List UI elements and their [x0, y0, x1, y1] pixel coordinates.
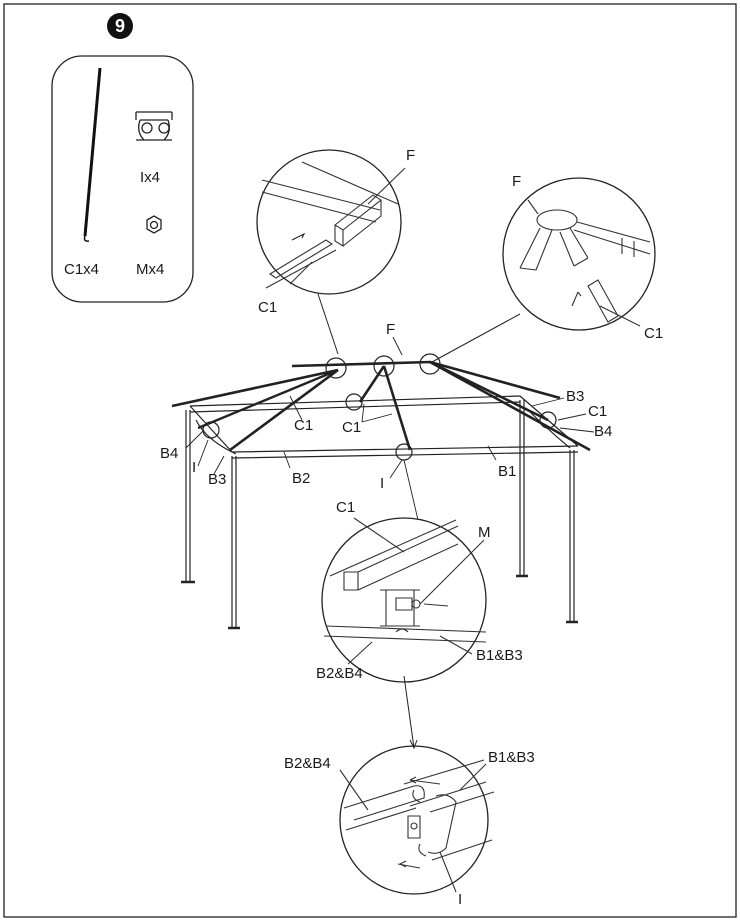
label-c1-topleft: C1 — [258, 299, 278, 316]
detail-circle-bottom — [339, 745, 489, 895]
label-b1b3-middle: B1&B3 — [476, 647, 523, 664]
label-b1b3-bottom: B1&B3 — [488, 749, 535, 766]
label-i-main: I — [380, 475, 385, 492]
label-b2b4-bottom: B2&B4 — [284, 755, 331, 772]
part-label-i: Ix4 — [140, 169, 161, 186]
detail-circle-top-right — [502, 177, 656, 331]
gazebo-frame — [171, 353, 591, 630]
label-b4-left: B4 — [160, 445, 179, 462]
label-b3-right: B3 — [566, 388, 585, 405]
label-i-bottom: I — [458, 891, 463, 908]
label-c1-main-left: C1 — [294, 417, 314, 434]
label-f-topleft: F — [406, 147, 416, 164]
detail-circle-middle — [321, 517, 487, 683]
pole-icon — [83, 67, 102, 242]
page-border — [3, 3, 737, 918]
nut-icon — [146, 215, 162, 234]
detail-circle-top-left — [256, 149, 402, 295]
label-b2b4-middle: B2&B4 — [316, 665, 363, 682]
part-label-m: Mx4 — [136, 261, 165, 278]
parts-box-frame — [51, 55, 194, 303]
part-label-c1: C1x4 — [64, 261, 100, 278]
label-f-main: F — [386, 321, 396, 338]
step-number-badge: 9 — [107, 13, 133, 39]
label-c1-topright: C1 — [644, 325, 664, 342]
label-b4-right: B4 — [594, 423, 613, 440]
label-i-left: I — [192, 459, 197, 476]
clamp-icon — [135, 111, 173, 141]
label-c1-main-center: C1 — [342, 419, 362, 436]
label-b3-left: B3 — [208, 471, 227, 488]
label-b2: B2 — [292, 470, 311, 487]
label-f-topright: F — [512, 173, 522, 190]
label-m-middle: M — [478, 524, 491, 541]
label-c1-middle: C1 — [336, 499, 356, 516]
label-c1-main-right: C1 — [588, 403, 608, 420]
label-b1: B1 — [498, 463, 517, 480]
